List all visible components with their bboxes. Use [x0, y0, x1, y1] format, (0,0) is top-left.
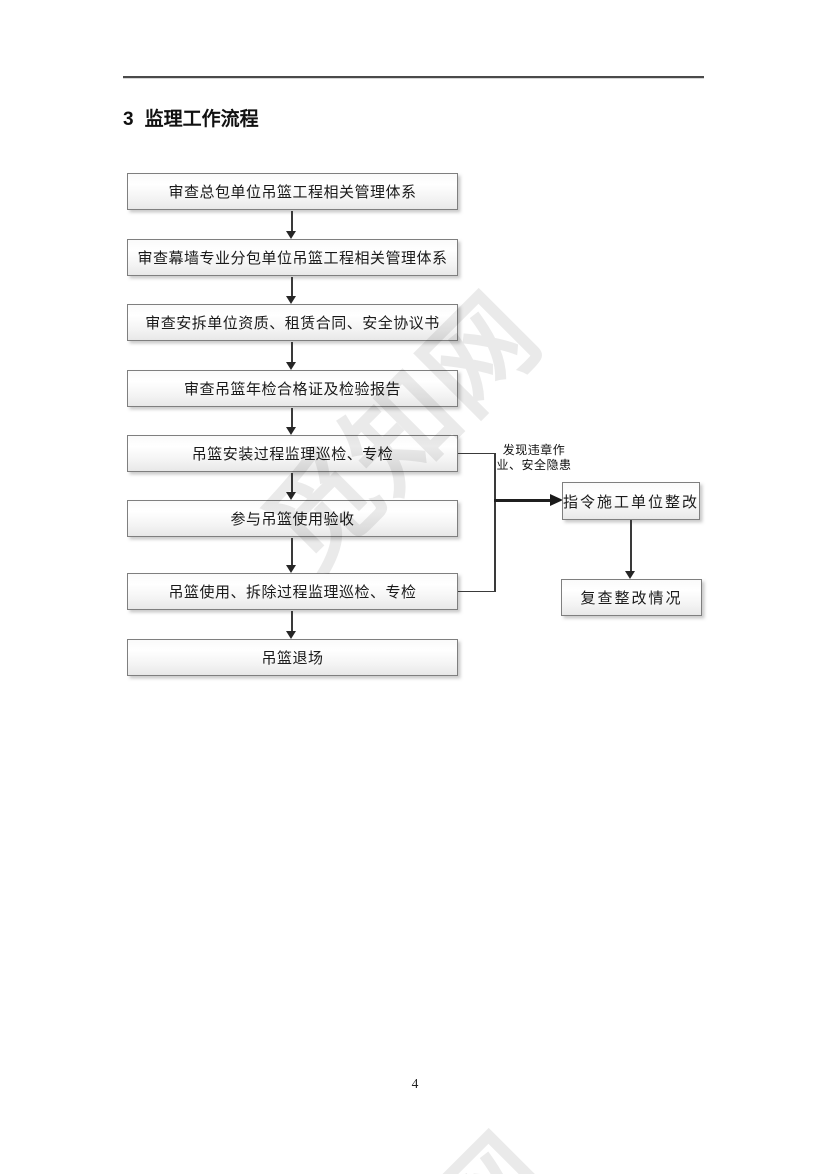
branch-label-line2: 业、安全隐患 [496, 457, 572, 472]
arrow-down-icon [625, 571, 635, 579]
arrow-down-icon [286, 362, 296, 370]
branch-line-bottom [458, 591, 495, 593]
flow-arrow-stem [291, 211, 293, 232]
arrow-down-icon [286, 565, 296, 573]
side-step-2: 复查整改情况 [561, 579, 702, 616]
arrow-down-icon [286, 231, 296, 239]
heading-number: 3 [123, 109, 134, 130]
flow-arrow-stem [291, 611, 293, 632]
arrow-down-icon [286, 631, 296, 639]
branch-label-line1: 发现违章作 [502, 443, 566, 457]
flow-step-6: 参与吊篮使用验收 [127, 500, 458, 537]
page-number: 4 [411, 1076, 419, 1091]
branch-line-vertical [494, 453, 496, 592]
flow-arrow-stem [291, 473, 293, 493]
side-step-1: 指令施工单位整改 [562, 482, 700, 520]
watermark-text-partial: 觅知网 [235, 1094, 579, 1174]
flow-arrow-stem [291, 342, 293, 363]
flow-step-1: 审查总包单位吊篮工程相关管理体系 [127, 173, 458, 210]
flow-arrow-stem [291, 277, 293, 297]
arrow-down-icon [286, 492, 296, 500]
arrow-right-icon [550, 494, 563, 506]
branch-arrow-stem [494, 499, 552, 502]
heading-text: 监理工作流程 [144, 109, 259, 130]
flow-step-5: 吊篮安装过程监理巡检、专检 [127, 435, 458, 472]
side-arrow-stem [630, 520, 632, 572]
flow-arrow-stem [291, 538, 293, 566]
branch-line-top [458, 453, 495, 455]
flow-step-3: 审查安拆单位资质、租赁合同、安全协议书 [127, 304, 458, 341]
arrow-down-icon [286, 427, 296, 435]
flow-step-2: 审查幕墙专业分包单位吊篮工程相关管理体系 [127, 239, 458, 276]
flow-arrow-stem [291, 408, 293, 428]
flow-step-7: 吊篮使用、拆除过程监理巡检、专检 [127, 573, 458, 610]
flow-step-8: 吊篮退场 [127, 639, 458, 676]
flow-step-4: 审查吊篮年检合格证及检验报告 [127, 370, 458, 407]
branch-condition-label: 发现违章作 业、安全隐患 [484, 443, 584, 472]
header-rule [123, 76, 704, 79]
watermark-partial: 觅知网 [197, 1056, 617, 1174]
arrow-down-icon [286, 296, 296, 304]
page-title: 3 监理工作流程 [123, 104, 259, 131]
